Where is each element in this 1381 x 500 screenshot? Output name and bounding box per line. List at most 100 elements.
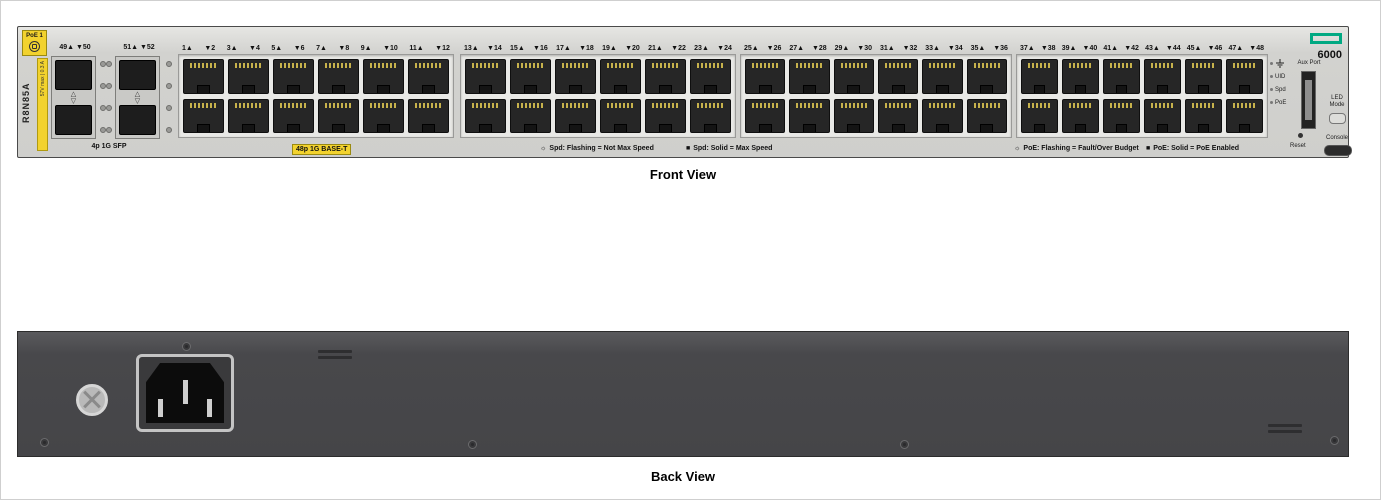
port-grid bbox=[1016, 54, 1268, 138]
spd-label: Spd bbox=[1275, 86, 1286, 93]
port-grid bbox=[740, 54, 1012, 138]
poe-led: PoE bbox=[1270, 96, 1296, 109]
port-number-label: ▼8 bbox=[338, 45, 350, 52]
front-view-caption: Front View bbox=[649, 167, 717, 182]
rj45-port bbox=[555, 98, 596, 133]
ground-indicator bbox=[1270, 57, 1296, 70]
rj45-port bbox=[1103, 59, 1140, 94]
socket-pin bbox=[206, 399, 212, 417]
rating-label: 57V max | 0.3 A bbox=[39, 61, 46, 97]
rj45-port bbox=[600, 98, 641, 133]
led-dot bbox=[1270, 101, 1273, 104]
spd-led: Spd bbox=[1270, 83, 1296, 96]
screw bbox=[40, 438, 49, 447]
led-dot bbox=[166, 105, 172, 111]
port-number-label: ▼14 bbox=[487, 45, 502, 52]
rj45-port bbox=[408, 98, 449, 133]
rj45-port bbox=[789, 59, 830, 94]
port-number-label: 21▲ bbox=[648, 45, 663, 52]
port-number-label: ▼38 bbox=[1040, 45, 1056, 52]
screw bbox=[182, 342, 191, 351]
rj45-port bbox=[318, 59, 359, 94]
led-mode-button bbox=[1329, 113, 1346, 124]
rj45-port bbox=[363, 59, 404, 94]
rj45-port bbox=[1144, 98, 1181, 133]
port-number-label: ▼34 bbox=[947, 45, 963, 52]
port-number-label: ▼10 bbox=[383, 45, 398, 52]
solid-icon: ■ bbox=[686, 145, 691, 152]
led-dot bbox=[106, 105, 112, 111]
rj45-port bbox=[408, 59, 449, 94]
rating-strip: 57V max | 0.3 A bbox=[37, 58, 48, 151]
port-number-label: 41▲ bbox=[1103, 45, 1119, 52]
reset-label: Reset bbox=[1290, 143, 1306, 149]
hpe-logo-icon bbox=[1310, 33, 1342, 44]
port-number-label: ▼20 bbox=[625, 45, 640, 52]
port-number-label: ▼22 bbox=[671, 45, 686, 52]
port-number-label: ▼12 bbox=[435, 45, 450, 52]
port-number-label: ▼44 bbox=[1165, 45, 1181, 52]
port-number-label: ▼16 bbox=[533, 45, 548, 52]
usb-c-console-port bbox=[1324, 145, 1352, 156]
grounding-lug bbox=[76, 384, 108, 416]
rj45-port bbox=[690, 98, 731, 133]
port-number-label: 11▲ bbox=[409, 45, 424, 52]
vent-slots bbox=[318, 350, 352, 362]
led-dot bbox=[100, 127, 106, 133]
port-number-label: 3▲ bbox=[226, 45, 238, 52]
rj45-port bbox=[745, 59, 786, 94]
rj45-port bbox=[363, 98, 404, 133]
ground-icon bbox=[1276, 59, 1284, 68]
led-dot bbox=[100, 61, 106, 67]
port-grid bbox=[460, 54, 736, 138]
rj45-port bbox=[183, 98, 224, 133]
rj45-port bbox=[922, 59, 963, 94]
port-grid bbox=[178, 54, 454, 138]
led-dot bbox=[100, 105, 106, 111]
rj45-port bbox=[1226, 59, 1263, 94]
led-dot bbox=[166, 127, 172, 133]
sfp-port-50 bbox=[55, 105, 92, 135]
led-mode-label: LED Mode bbox=[1329, 95, 1345, 108]
led-dot bbox=[106, 61, 112, 67]
rj45-port bbox=[645, 59, 686, 94]
rj45-port bbox=[789, 98, 830, 133]
poe-badge-label: PoE 1 bbox=[26, 33, 43, 39]
sfp-caption: 4p 1G SFP bbox=[91, 143, 127, 150]
rj45-port bbox=[318, 98, 359, 133]
socket-pin bbox=[183, 379, 188, 404]
port-number-label: 7▲ bbox=[316, 45, 327, 52]
vent-slots bbox=[1268, 424, 1302, 436]
rj45-port bbox=[1062, 98, 1099, 133]
rj45-port bbox=[1185, 59, 1222, 94]
solid-icon: ■ bbox=[1146, 145, 1151, 152]
reset-pinhole bbox=[1298, 133, 1303, 138]
port-number-label: 27▲ bbox=[789, 45, 805, 52]
model-series-label: 6000 bbox=[1317, 49, 1342, 61]
led-dot bbox=[166, 83, 172, 89]
rj45-port bbox=[465, 98, 506, 133]
port-number-label: ▼30 bbox=[857, 45, 872, 52]
port-number-label: ▼48 bbox=[1249, 45, 1264, 52]
front-chassis: PoE 1 R8N85A 57V max | 0.3 A 49▲ ▼50 51▲… bbox=[17, 26, 1352, 158]
usb-a-aux-port bbox=[1301, 71, 1316, 129]
rj45-port bbox=[966, 98, 1007, 133]
rj45-port bbox=[228, 98, 269, 133]
port-number-label: 43▲ bbox=[1145, 45, 1160, 52]
port-number-label: 47▲ bbox=[1228, 45, 1244, 52]
rj45-port bbox=[1226, 98, 1263, 133]
sfp-port-52 bbox=[119, 105, 156, 135]
back-chassis bbox=[17, 331, 1349, 457]
port-number-label: ▼42 bbox=[1124, 45, 1139, 52]
status-led-column: UID Spd PoE bbox=[1270, 57, 1296, 109]
console-label: Console bbox=[1325, 135, 1348, 141]
port-number-label: ▼24 bbox=[717, 45, 732, 52]
port-number-label: ▼36 bbox=[993, 45, 1008, 52]
rj45-port bbox=[745, 98, 786, 133]
legend-spd-solid: ■Spd: Solid = Max Speed bbox=[686, 145, 773, 152]
